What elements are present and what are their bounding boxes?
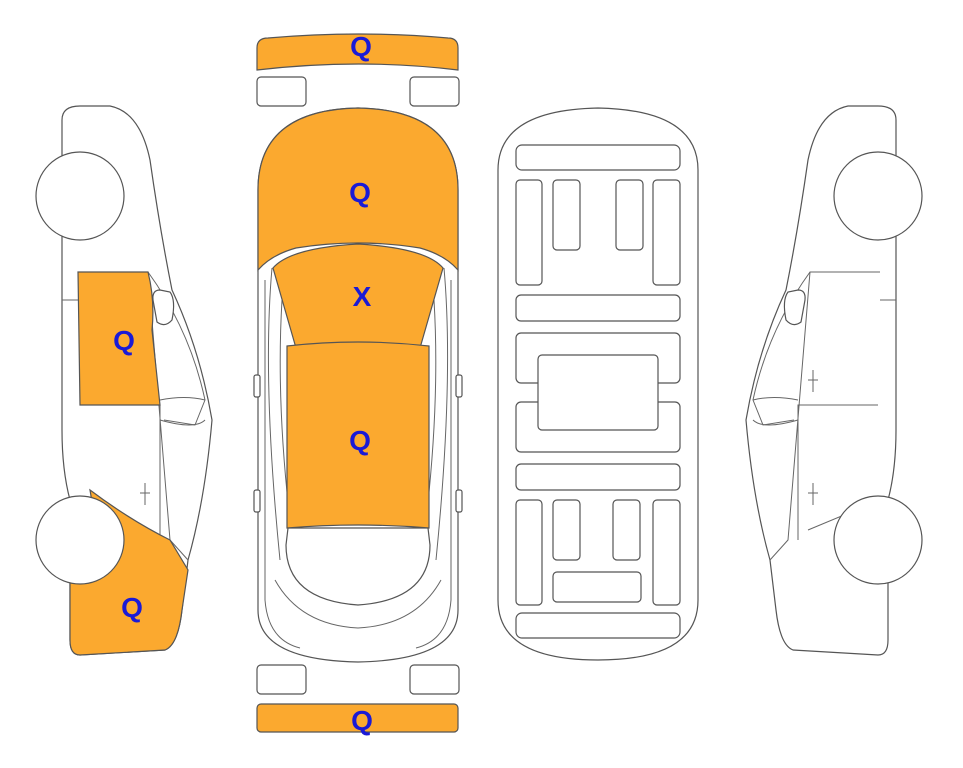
windshield-mark: X xyxy=(353,281,372,312)
left-front-door[interactable] xyxy=(77,271,161,406)
front-bumper[interactable] xyxy=(256,33,459,71)
hood-mark: Q xyxy=(349,177,371,208)
rear-left-light xyxy=(256,664,307,695)
left-rear-wheel xyxy=(35,495,125,585)
front-left-light xyxy=(256,76,307,107)
left-front-wheel xyxy=(35,151,125,241)
front-right-light xyxy=(409,76,460,107)
rear-right-light xyxy=(409,664,460,695)
roof[interactable] xyxy=(286,341,430,529)
left-front-door-mark: Q xyxy=(113,325,135,356)
rear-bumper-mark: Q xyxy=(351,705,373,736)
front-bumper-mark: Q xyxy=(350,31,372,62)
hood[interactable] xyxy=(257,107,459,272)
left-rear-quarter-mark: Q xyxy=(121,592,143,623)
car-right-side-view xyxy=(745,105,923,656)
rear-bumper[interactable] xyxy=(256,703,459,733)
roof-mark: Q xyxy=(349,425,371,456)
underbody-view xyxy=(497,107,699,661)
